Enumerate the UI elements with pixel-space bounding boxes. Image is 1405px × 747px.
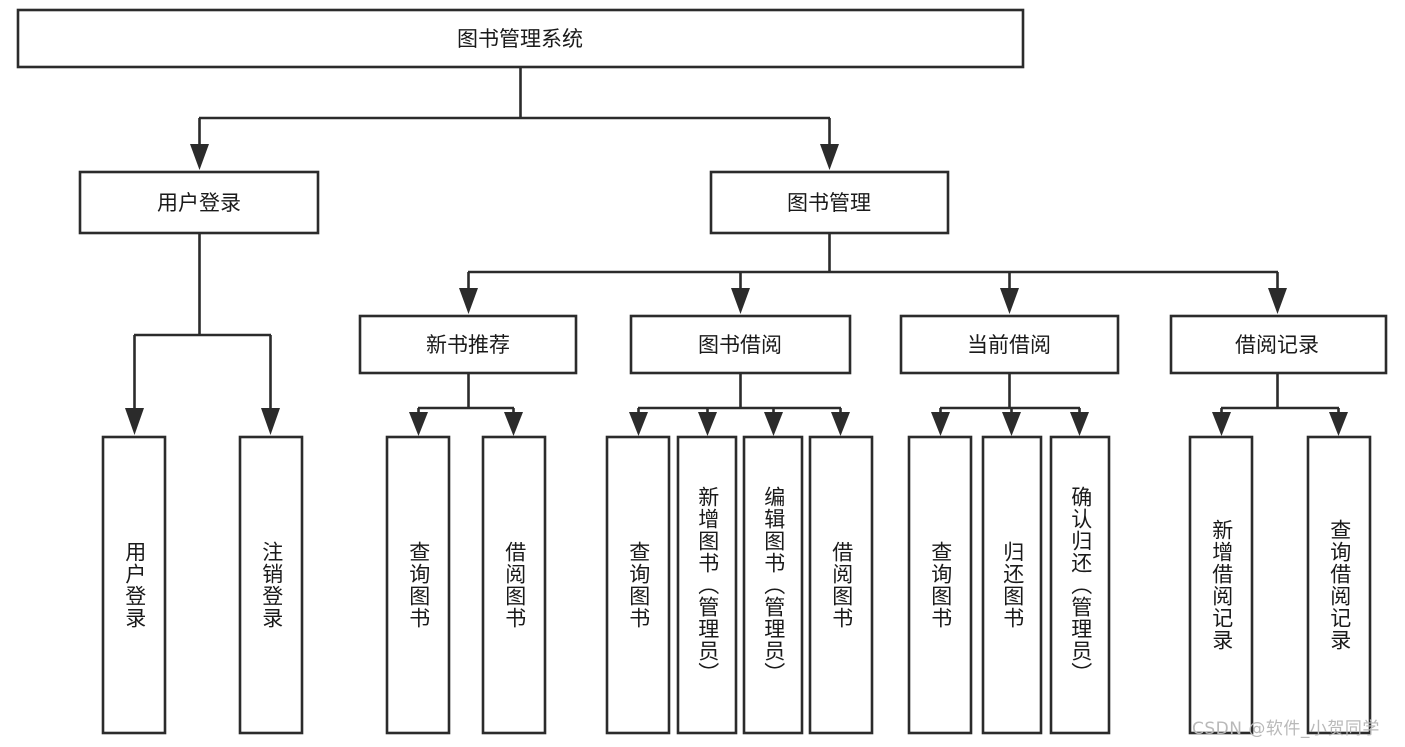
- arrowhead-leaf-query-book-1: [409, 412, 428, 436]
- arrowhead-leaf-add-record: [1212, 412, 1231, 436]
- node-borrow-record-label: 借阅记录: [1235, 333, 1319, 357]
- leaf-box-logout[interactable]: [238, 435, 304, 735]
- node-user-login-box[interactable]: [78, 170, 320, 235]
- node-root-label: 图书管理系统: [457, 27, 583, 51]
- arrowhead-leaf-query-record: [1329, 412, 1348, 436]
- node-root-box[interactable]: [16, 8, 1025, 69]
- leaf-box-edit-book[interactable]: [742, 435, 804, 735]
- node-borrow-record-box[interactable]: [1169, 314, 1388, 375]
- arrowhead-user-login: [190, 144, 209, 170]
- node-new-book-label: 新书推荐: [426, 333, 510, 357]
- arrowhead-leaf-confirm-return: [1070, 412, 1089, 436]
- node-book-manage-label: 图书管理: [787, 191, 871, 215]
- arrowhead-leaf-query-book-3: [931, 412, 950, 436]
- leaf-box-return-book[interactable]: [981, 435, 1043, 735]
- arrowhead-current-borrow: [1000, 288, 1019, 314]
- node-layer: 图书管理系统 用户登录 图书管理 新书推荐 图书借阅 当前借阅 借阅记录: [16, 8, 1388, 735]
- arrowhead-leaf-borrow-book-1: [504, 412, 523, 436]
- leaf-box-borrow-book-2[interactable]: [808, 435, 874, 735]
- connector-layer: [125, 67, 1348, 436]
- arrowhead-leaf-return-book: [1002, 412, 1021, 436]
- leaf-box-query-book-1[interactable]: [385, 435, 451, 735]
- leaf-box-query-record[interactable]: [1306, 435, 1372, 735]
- arrowhead-leaf-borrow-book-2: [831, 412, 850, 436]
- node-book-borrow-box[interactable]: [629, 314, 852, 375]
- leaf-box-query-book-2[interactable]: [605, 435, 671, 735]
- arrowhead-borrow-record: [1268, 288, 1287, 314]
- arrowhead-leaf-add-book: [698, 412, 717, 436]
- node-user-login-label: 用户登录: [157, 191, 241, 215]
- node-new-book-box[interactable]: [358, 314, 578, 375]
- arrowhead-leaf-edit-book: [764, 412, 783, 436]
- node-book-manage-box[interactable]: [709, 170, 950, 235]
- node-book-borrow-label: 图书借阅: [698, 333, 782, 357]
- arrowhead-leaf-query-book-2: [629, 412, 648, 436]
- arrowhead-leaf-user-login: [125, 408, 144, 435]
- arrowhead-new-book: [459, 288, 478, 314]
- leaf-box-user-login[interactable]: [101, 435, 167, 735]
- leaf-box-query-book-3[interactable]: [907, 435, 973, 735]
- node-current-borrow-box[interactable]: [899, 314, 1120, 375]
- leaf-box-borrow-book-1[interactable]: [481, 435, 547, 735]
- arrowhead-book-borrow: [731, 288, 750, 314]
- leaf-box-add-book[interactable]: [676, 435, 738, 735]
- leaf-box-add-record[interactable]: [1188, 435, 1254, 735]
- arrowhead-leaf-logout: [261, 408, 280, 435]
- node-current-borrow-label: 当前借阅: [967, 333, 1051, 357]
- arrowhead-book-manage: [820, 144, 839, 170]
- leaf-box-confirm-return[interactable]: [1049, 435, 1111, 735]
- csdn-watermark: CSDN @软件_小贺同学: [1192, 719, 1380, 739]
